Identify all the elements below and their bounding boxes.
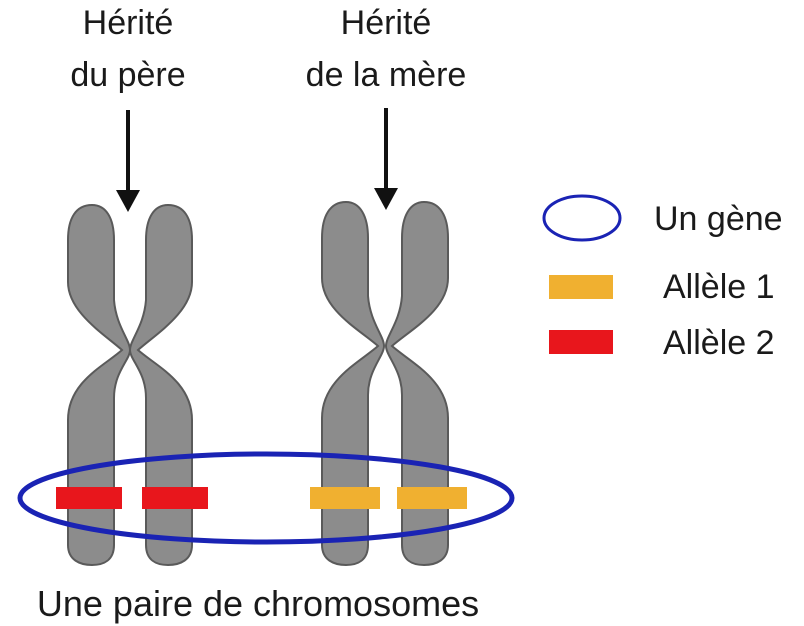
gene-ellipse-icon (542, 194, 622, 242)
mother-label-line1: Hérité (341, 4, 432, 42)
paternal-allele-right (142, 487, 208, 509)
allele-1-swatch (549, 275, 613, 299)
legend-allele-2-label: Allèle 2 (663, 324, 775, 362)
maternal-chromatid-right (384, 200, 449, 567)
father-label-line1: Hérité (83, 4, 174, 42)
legend-gene-label: Un gène (654, 200, 783, 238)
mother-arrow (374, 108, 398, 210)
maternal-chromosome (321, 200, 449, 567)
gene-ellipse (17, 451, 515, 545)
paternal-chromosome (67, 203, 193, 567)
father-arrow (116, 110, 140, 212)
paternal-chromatid-left (67, 203, 132, 567)
diagram-caption: Une paire de chromosomes (37, 583, 479, 624)
maternal-allele-left (310, 487, 380, 509)
paternal-chromatid-right (128, 203, 193, 567)
mother-label-line2: de la mère (306, 56, 467, 94)
maternal-chromatid-left (321, 200, 386, 567)
father-label-line2: du père (70, 56, 185, 94)
legend: Un gène Allèle 1 Allèle 2 (542, 194, 783, 362)
legend-allele-1-label: Allèle 1 (663, 268, 775, 306)
allele-2-swatch (549, 330, 613, 354)
maternal-allele-right (397, 487, 467, 509)
paternal-allele-left (56, 487, 122, 509)
